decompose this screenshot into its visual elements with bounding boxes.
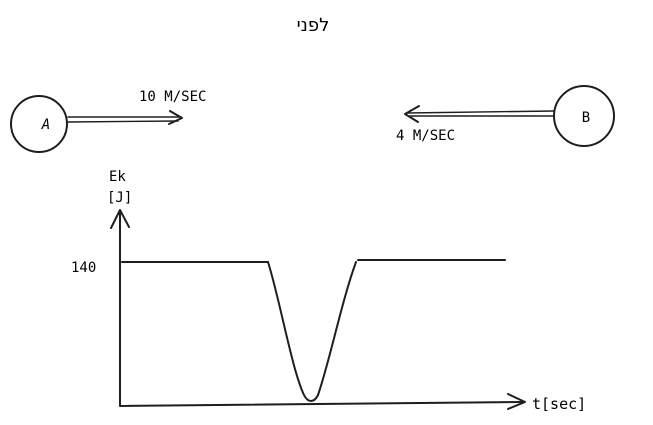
body-b-label: B	[582, 110, 590, 126]
y-axis-label-unit: [J]	[107, 190, 132, 206]
energy-curve-dip	[267, 261, 357, 402]
kinetic-energy-graph: Ek [J] t[sec] 140	[71, 169, 586, 413]
body-a: A	[10, 95, 68, 153]
y-axis-arrowhead	[110, 209, 130, 229]
x-axis-arrowhead	[507, 393, 526, 410]
body-b: B	[553, 85, 615, 147]
diagram-title: לפני	[297, 15, 330, 36]
body-b-velocity-arrow	[404, 105, 555, 123]
y-tick-label: 140	[71, 260, 96, 276]
y-axis-label-quantity: Ek	[109, 169, 126, 185]
body-a-circle	[10, 95, 68, 153]
body-b-velocity-label: 4 M/SEC	[396, 128, 455, 144]
body-a-label: A	[41, 117, 50, 133]
x-axis	[119, 401, 525, 407]
x-axis-label: t[sec]	[532, 395, 586, 413]
body-a-velocity-label: 10 M/SEC	[139, 89, 206, 105]
body-a-velocity-arrow	[67, 110, 183, 125]
